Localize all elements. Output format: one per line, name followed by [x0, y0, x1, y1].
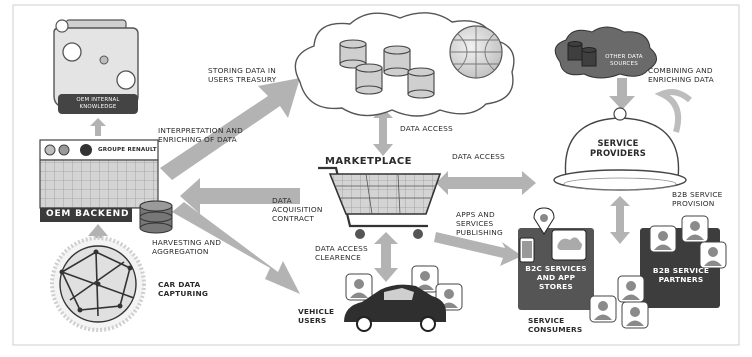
avatar — [649, 225, 677, 253]
b2b-provision-label: B2B SERVICE PROVISION — [672, 190, 723, 208]
b2c-panel — [518, 207, 594, 310]
avatar — [621, 301, 649, 329]
arrow-publishing — [434, 232, 522, 266]
arrow-storing — [160, 78, 300, 180]
data-access-top-label: DATA ACCESS — [400, 124, 453, 133]
vehicle-users-label: VEHICLE USERS — [298, 307, 335, 325]
avatar — [617, 275, 645, 303]
data-access-mid-label: DATA ACCESS — [452, 152, 505, 161]
clearence-label: DATA ACCESS CLEARENCE — [315, 244, 368, 262]
car-data-globe — [50, 236, 146, 332]
car-data-capturing-label: CAR DATA CAPTURING — [158, 280, 209, 298]
arrow-access-sp — [436, 171, 536, 195]
users-treasury-cloud — [294, 12, 515, 117]
harvesting-label: HARVESTING AND AGGREGATION — [152, 238, 222, 256]
arrow-b2b — [610, 196, 630, 244]
combining-label: COMBINING AND ENRICHING DATA — [648, 66, 714, 84]
acquisition-label: DATA ACQUISITION CONTRACT — [272, 196, 323, 223]
oem-knowledge-icon — [53, 19, 139, 114]
other-data-sources-label: OTHER DATA SOURCES — [605, 54, 643, 67]
b2b-label: B2B SERVICE PARTNERS — [652, 266, 710, 284]
arrow-access-cloud — [373, 108, 393, 156]
globe-icon — [449, 25, 503, 79]
arrow-vehicle — [172, 202, 300, 294]
interpretation-label: INTERPRETATION AND ENRICHING OF DATA — [158, 126, 243, 144]
avatar — [681, 215, 709, 243]
marketplace-cart — [318, 166, 442, 239]
marketplace-label: MARKETPLACE — [325, 156, 412, 167]
database-stack — [339, 39, 435, 99]
arrow-knowledge — [90, 118, 106, 136]
arrow-other-data — [609, 78, 635, 110]
storing-label: STORING DATA IN USERS TREASURY — [208, 66, 277, 84]
b2c-label: B2C SERVICES AND APP STORES — [525, 264, 587, 291]
avatar — [699, 241, 727, 269]
car-icon — [344, 284, 446, 332]
other-data-sources-icon — [554, 26, 657, 79]
oem-backend-panel — [39, 139, 173, 234]
arrow-clearence — [374, 232, 398, 282]
oem-backend-label: OEM BACKEND — [46, 209, 130, 219]
renault-logo-text: GROUPE RENAULT — [98, 147, 157, 153]
arrow-acquisition — [180, 178, 300, 214]
oem-knowledge-label: OEM INTERNAL KNOWLEDGE — [76, 97, 120, 110]
avatar — [345, 273, 373, 301]
avatar — [589, 295, 617, 323]
service-providers-label: SERVICE PROVIDERS — [589, 138, 647, 158]
publishing-label: APPS AND SERVICES PUBLISHING — [456, 210, 503, 237]
service-providers-cloche — [553, 89, 692, 191]
service-consumers-label: SERVICE CONSUMERS — [528, 316, 583, 334]
